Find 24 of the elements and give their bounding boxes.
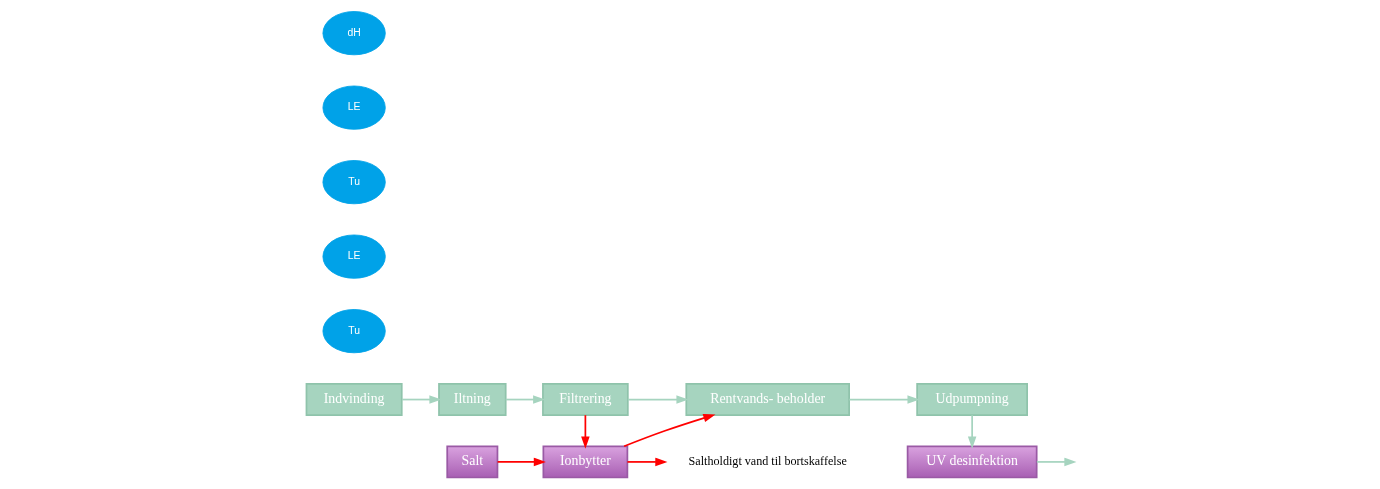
- node-ellipse: Tu: [322, 160, 386, 205]
- node-ellipse: LE: [322, 85, 386, 130]
- node-box: Udpumpning: [915, 383, 1028, 416]
- node-box: Ionbytter: [542, 445, 628, 479]
- arrow: [626, 457, 667, 467]
- arrow: [496, 457, 546, 467]
- arrow: [1035, 457, 1076, 467]
- node-box: Rentvands- beholder: [684, 383, 850, 416]
- node-box: UV desinfektion: [906, 445, 1038, 479]
- node-text: Saltholdigt vand til bortskaffelse: [688, 454, 847, 469]
- node-ellipse: dH: [322, 11, 386, 56]
- arrow: [847, 395, 920, 404]
- arrow: [626, 395, 689, 404]
- arrow: [580, 414, 590, 449]
- arrow: [400, 395, 442, 404]
- arrow: [622, 413, 715, 448]
- arrow: [504, 395, 545, 404]
- node-box: Salt: [445, 445, 498, 479]
- arrow: [967, 414, 976, 449]
- node-box: Indvinding: [305, 383, 403, 416]
- node-box: Iltning: [437, 383, 507, 416]
- node-ellipse: Tu: [322, 309, 386, 354]
- node-ellipse: LE: [322, 234, 386, 279]
- node-box: Filtrering: [541, 383, 629, 416]
